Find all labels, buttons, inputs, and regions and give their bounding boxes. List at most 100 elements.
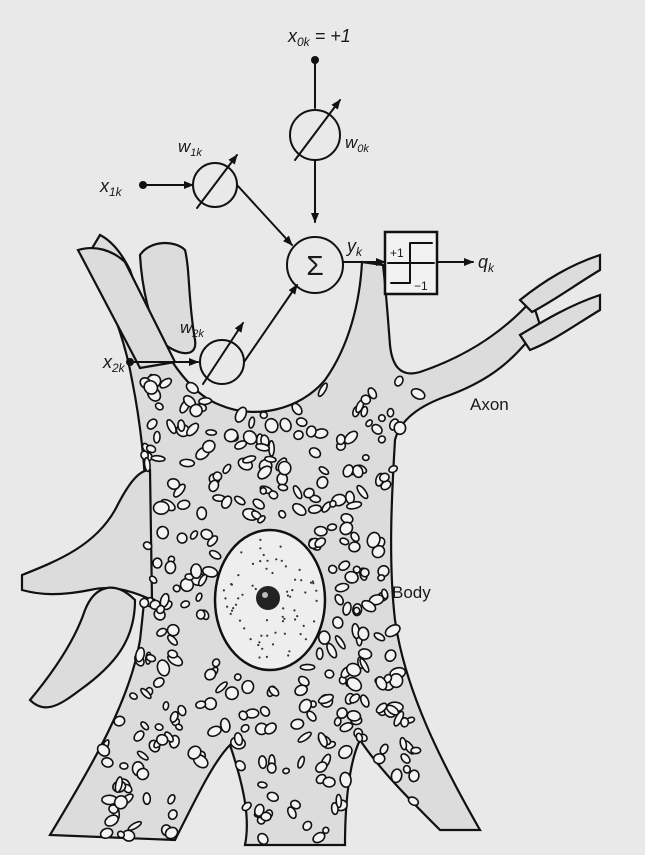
cytoplasm-granule <box>268 490 279 500</box>
cytoplasm-granule <box>384 649 397 662</box>
cytoplasm-granule <box>187 745 202 760</box>
cytoplasm-granule <box>297 675 310 687</box>
cytoplasm-granule <box>380 588 389 600</box>
cytoplasm-granule <box>116 830 126 839</box>
cytoplasm-granule <box>360 394 372 405</box>
cytoplasm-granule <box>134 646 146 663</box>
nucleus-dot <box>251 584 254 587</box>
cytoplasm-granule <box>299 663 316 671</box>
dendrite-left-lower <box>28 586 137 709</box>
cytoplasm-granule <box>234 760 246 772</box>
cytoplasm-granule <box>384 623 401 638</box>
cytoplasm-granule <box>264 455 277 463</box>
input-x2k-node <box>126 358 134 366</box>
cytoplasm-granule <box>177 704 187 717</box>
nucleus-dot <box>283 632 286 635</box>
cytoplasm-granule <box>211 658 221 668</box>
cytoplasm-granule <box>408 769 420 783</box>
cytoplasm-granule <box>257 832 269 846</box>
cytoplasm-granule <box>152 430 161 444</box>
nucleus-dot <box>237 597 240 600</box>
cytoplasm-granule <box>156 525 170 540</box>
nucleus-dot <box>286 594 289 597</box>
cytoplasm-granule <box>264 722 277 735</box>
cytoplasm-granule <box>195 592 203 602</box>
cytoplasm-granule <box>307 504 323 514</box>
weight-2k-label: w2k <box>180 318 204 340</box>
weight-1k-adjust-arrow <box>196 154 238 209</box>
cytoplasm-granule <box>146 418 158 430</box>
cytoplasm-granule <box>388 464 399 474</box>
cytoplasm-granule <box>152 557 163 569</box>
cytoplasm-granule <box>99 827 114 840</box>
cytoplasm-granule <box>205 429 218 436</box>
bias-input-node <box>311 56 319 64</box>
weight-0k-circle <box>289 109 341 161</box>
cytoplasm-granule <box>198 396 213 406</box>
cytoplasm-granule <box>399 736 408 751</box>
cytoplasm-granule <box>119 762 129 770</box>
cytoplasm-granule <box>176 499 191 511</box>
cytoplasm-granule <box>371 423 383 435</box>
w1k-to-sum-arrow <box>236 184 293 246</box>
cytoplasm-granule <box>167 794 176 805</box>
cytoplasm-granule <box>377 435 387 444</box>
cytoplasm-granule <box>297 755 306 769</box>
cytoplasm-granule <box>167 809 178 821</box>
cytoplasm-granule <box>189 403 203 418</box>
dendrite-left-upper <box>20 468 154 602</box>
cytoplasm-granule <box>233 673 242 682</box>
cytoplasm-granule <box>264 417 279 434</box>
cytoplasm-granule <box>241 801 252 812</box>
nucleus-dot <box>262 553 265 557</box>
cytoplasm-granule <box>224 686 239 701</box>
axon-terminal-lower <box>518 293 602 352</box>
nucleus-dot <box>304 638 307 641</box>
input-x2k-label: x2k <box>102 352 126 375</box>
nucleus-dot <box>286 590 289 593</box>
cytoplasm-granule <box>377 574 386 582</box>
cytoplasm-granule <box>367 387 378 400</box>
cytoplasm-granule <box>313 525 328 537</box>
nucleus-dot <box>315 589 318 592</box>
cytoplasm-granule <box>179 577 195 593</box>
cytoplasm-granule <box>208 549 222 560</box>
cytoplasm-granule <box>176 532 188 544</box>
cytoplasm-granule <box>334 582 350 593</box>
nucleus-dot <box>258 641 261 644</box>
cytoplasm-granule <box>215 681 228 694</box>
cytoplasm-granule <box>334 635 346 650</box>
cytoplasm-granule <box>169 710 179 723</box>
nucleus-dot <box>265 567 268 570</box>
nucleus-dot <box>258 656 261 659</box>
nucleus-dot <box>291 589 294 592</box>
cytoplasm-granule <box>356 484 369 500</box>
cytoplasm-granule <box>394 375 404 387</box>
nucleus-dot <box>311 580 314 583</box>
cytoplasm-granule <box>166 623 180 637</box>
cytoplasm-granule <box>234 406 248 423</box>
bias-label: x0k = +1 <box>287 26 351 49</box>
cytoplasm-granule <box>257 781 268 789</box>
cytoplasm-granule <box>253 803 265 817</box>
cytoplasm-granule <box>338 560 351 572</box>
input-x1k-node <box>139 181 147 189</box>
cytoplasm-granule <box>282 767 291 775</box>
cytoplasm-granule <box>317 732 328 748</box>
cytoplasm-granule <box>357 648 373 660</box>
nucleus-dot <box>240 551 243 554</box>
cytoplasm-granule <box>195 700 207 710</box>
cytoplasm-granule <box>156 627 168 637</box>
neuron-model: x0k = +1 w0k x1k w1k x2k w2k Σ yk <box>99 26 495 385</box>
nucleus-dot <box>238 619 242 622</box>
cytoplasm-granule <box>305 425 317 438</box>
cytoplasm-granule <box>393 421 407 436</box>
cytoplasm-granule <box>154 402 164 411</box>
cytoplasm-granule <box>142 541 153 551</box>
cytoplasm-granule <box>255 442 271 452</box>
cytoplasm-texture <box>96 373 426 846</box>
output-label: qk <box>478 252 495 275</box>
cytoplasm-granule <box>96 743 111 757</box>
cytoplasm-granule <box>113 715 126 727</box>
cytoplasm-granule <box>266 791 280 803</box>
